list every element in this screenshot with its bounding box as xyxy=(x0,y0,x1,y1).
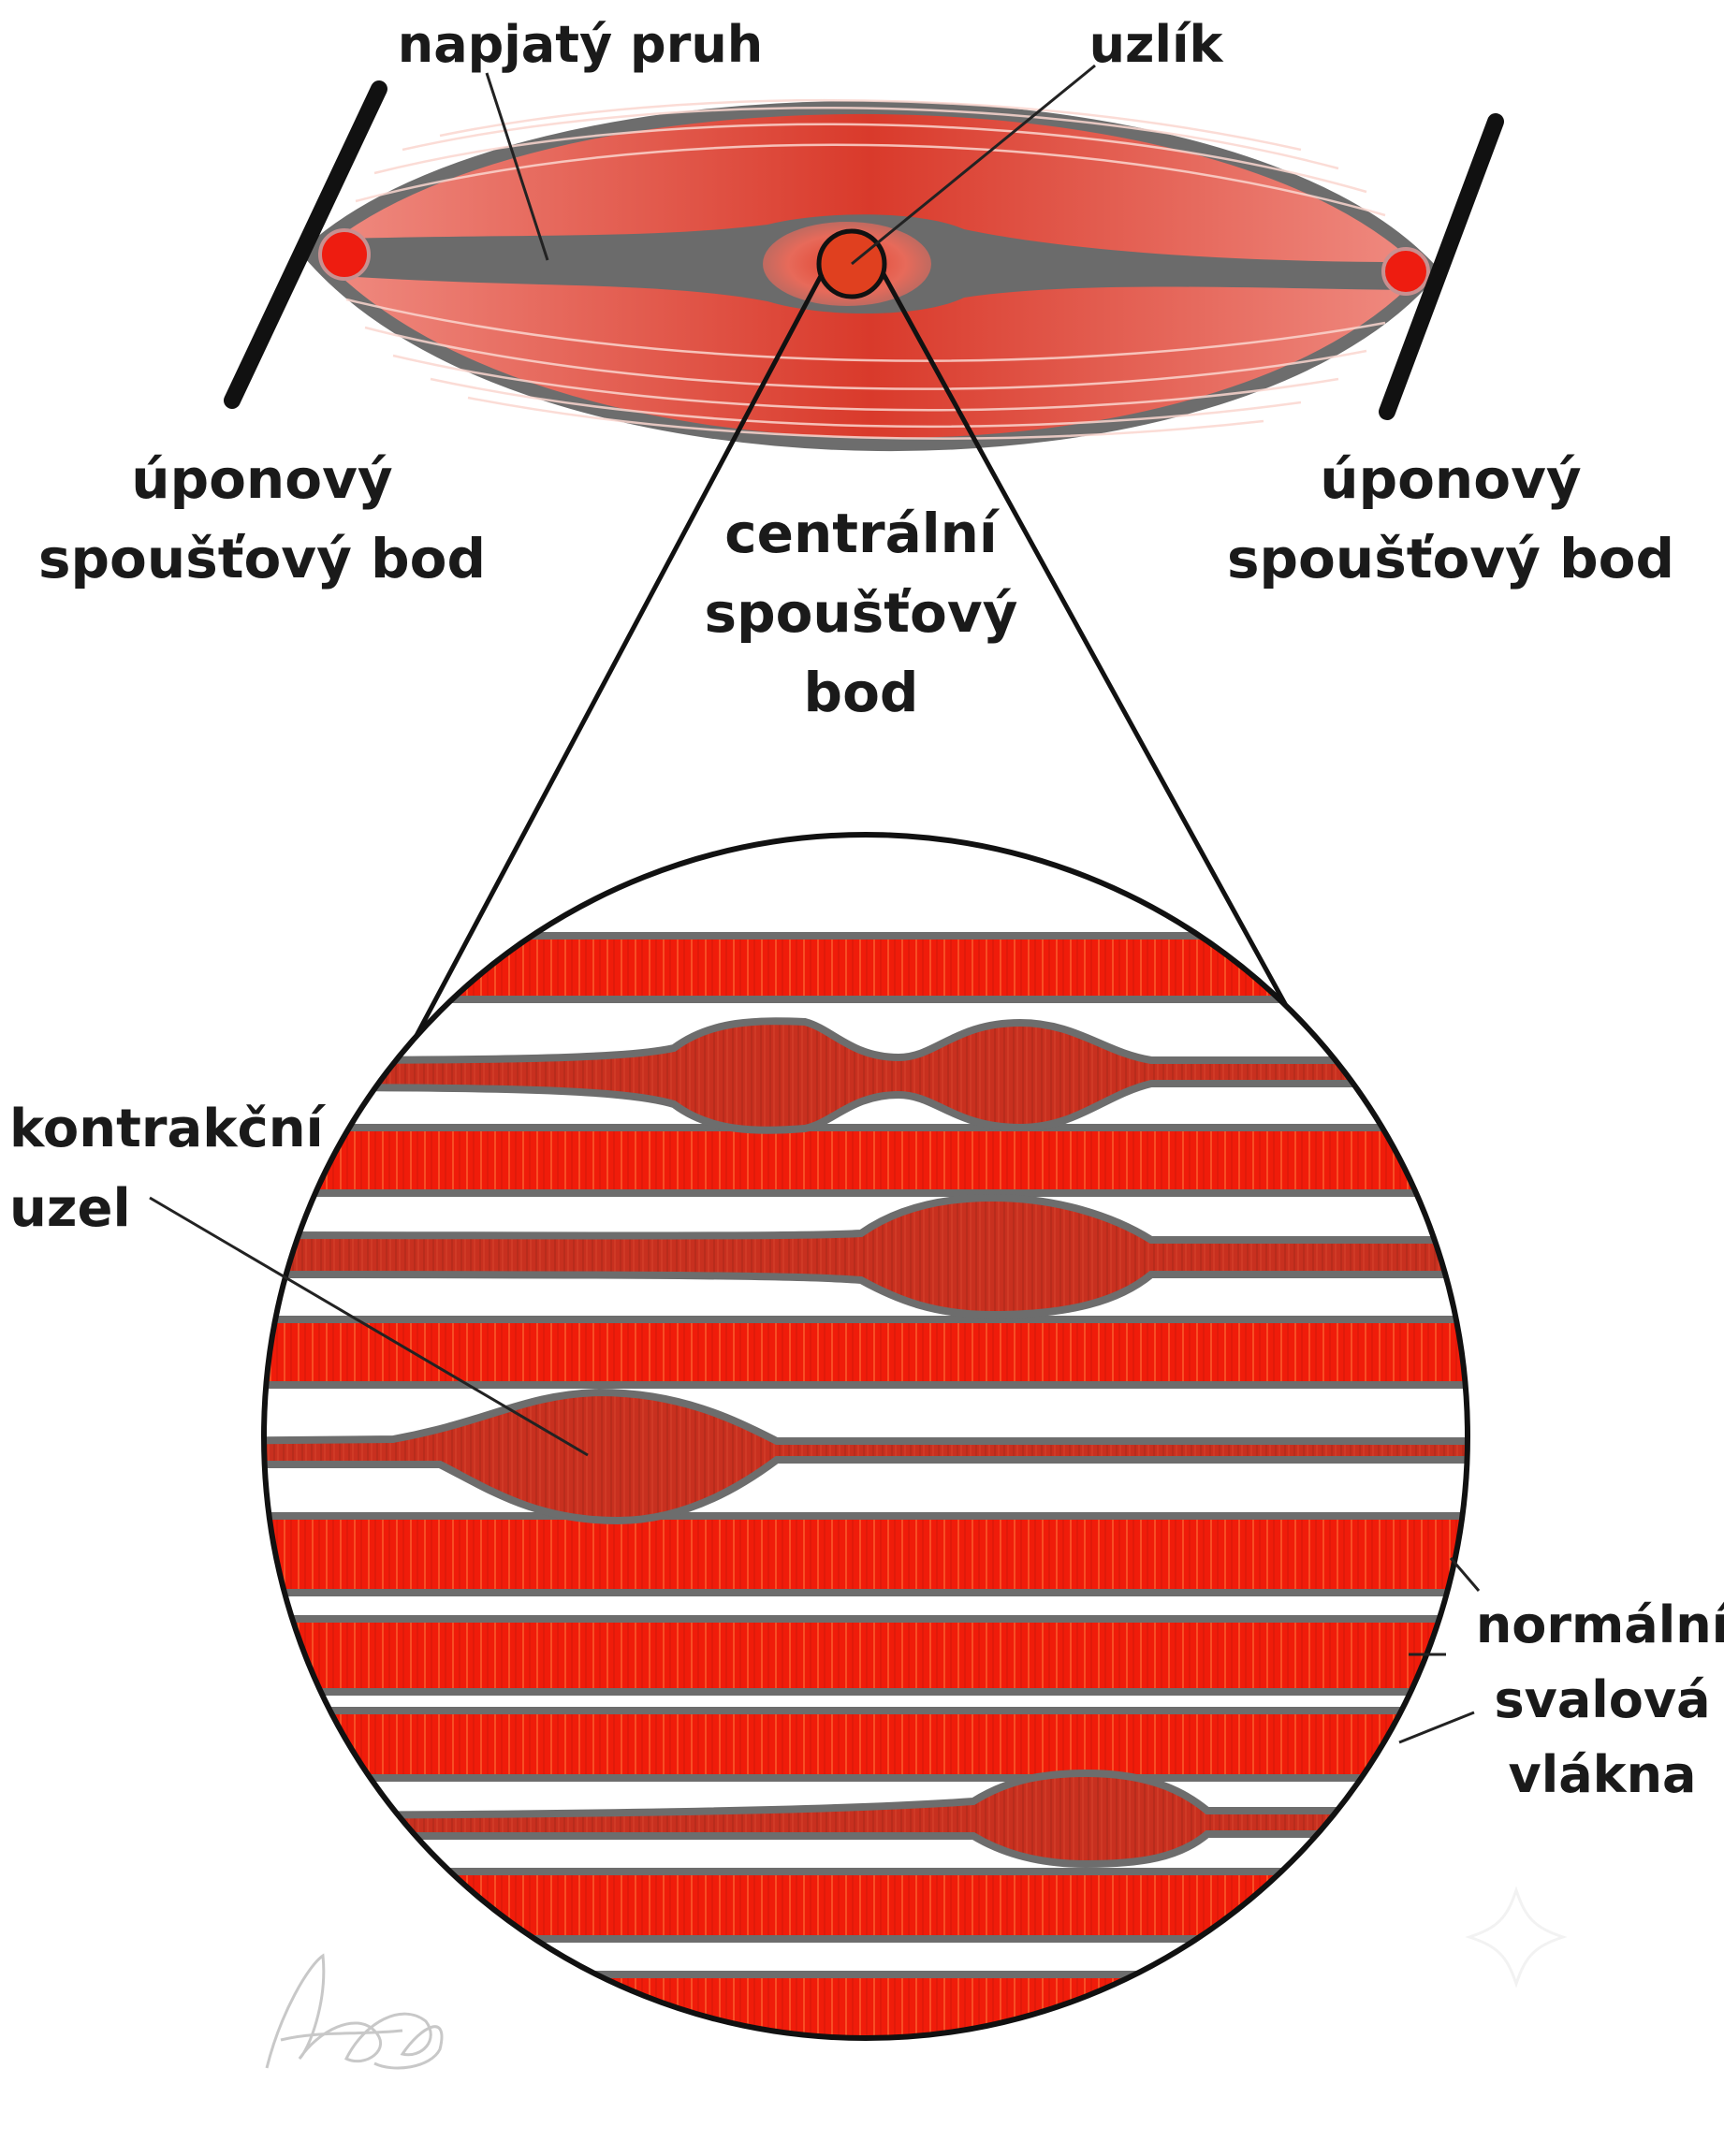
leader-normal-fibers-1 xyxy=(1449,1557,1481,1592)
label-normal-2: svalová xyxy=(1494,1670,1710,1729)
magnified-circle-outline xyxy=(261,832,1470,2041)
magnified-fibers xyxy=(261,832,1470,2041)
label-insertion-right-2: spoušťový bod xyxy=(1227,527,1674,590)
leader-contraction-knot xyxy=(149,1196,589,1457)
label-nodule: uzlík xyxy=(1089,15,1224,74)
insertion-trigger-point-right xyxy=(1381,247,1430,296)
leader-taut-band xyxy=(485,72,549,261)
tendon-left xyxy=(224,80,387,409)
label-central-1: centrální xyxy=(724,502,1001,565)
fiber-with-knot-2 xyxy=(264,1193,1468,1319)
label-normal-1: normální xyxy=(1476,1595,1724,1654)
label-insertion-left-1: úponový xyxy=(131,447,392,511)
sparkle-watermark-icon xyxy=(1465,1886,1568,1988)
label-central-2: spoušťový xyxy=(705,581,1018,645)
label-normal-3: vlákna xyxy=(1509,1745,1697,1804)
artist-signature-scribble xyxy=(265,1953,444,2070)
fiber-with-knots-1 xyxy=(264,1017,1468,1134)
insertion-trigger-point-left xyxy=(318,228,371,281)
label-central-3: bod xyxy=(804,661,919,724)
zoom-line-left xyxy=(347,272,825,1162)
fiber-with-knot-3 xyxy=(264,1388,1468,1525)
label-taut-band: napjatý pruh xyxy=(398,15,763,74)
label-contraction-2: uzel xyxy=(9,1178,131,1239)
label-contraction-1: kontrakční xyxy=(9,1099,327,1159)
label-insertion-right-1: úponový xyxy=(1320,447,1581,511)
label-insertion-left-2: spoušťový bod xyxy=(38,527,486,590)
muscle-belly xyxy=(224,80,1504,451)
fiber-with-knot-4 xyxy=(264,1769,1468,1869)
muscle-fiber-lines xyxy=(345,98,1386,440)
leader-nodule xyxy=(851,64,1096,266)
tendon-right xyxy=(1379,113,1504,420)
leader-normal-fibers-3 xyxy=(1398,1711,1475,1744)
